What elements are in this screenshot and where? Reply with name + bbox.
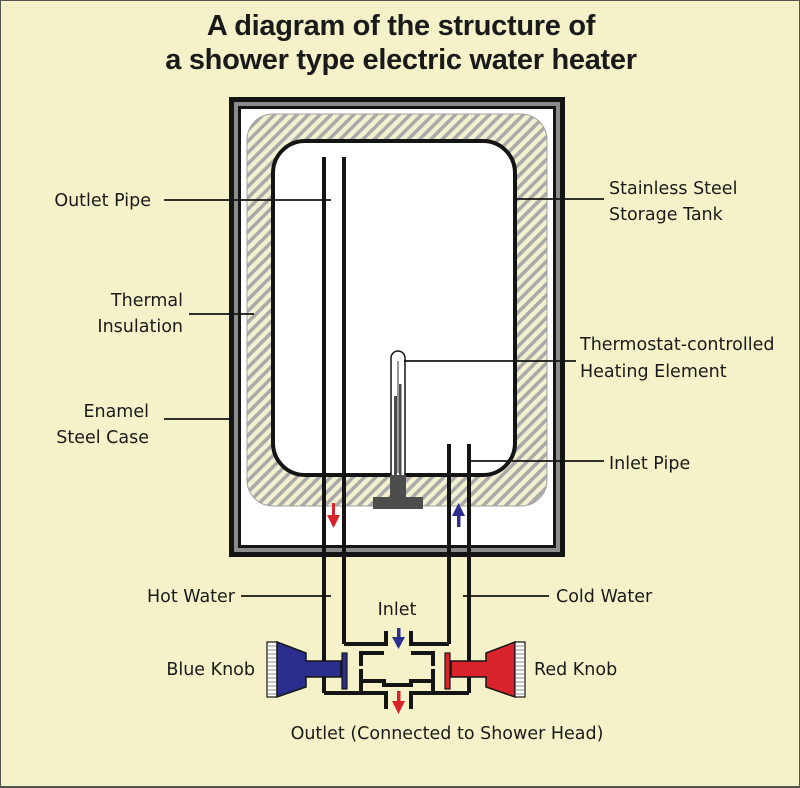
label-enamel-case-line1: Enamel — [83, 402, 149, 422]
inlet-pipe — [447, 444, 471, 693]
mixing-valve-piping — [324, 631, 469, 709]
label-thermal-insulation-line1: Thermal — [110, 291, 183, 311]
blue-knob[interactable] — [266, 640, 348, 699]
label-outlet: Outlet (Connected to Shower Head) — [291, 724, 604, 744]
title-line-2: a shower type electric water heater — [165, 44, 637, 76]
heating-element — [373, 350, 423, 509]
label-inlet-pipe: Inlet Pipe — [609, 454, 690, 474]
label-inlet: Inlet — [378, 600, 417, 620]
hot-water-down-arrow — [327, 503, 340, 528]
label-storage-tank-line1: Stainless Steel — [609, 179, 737, 199]
label-cold-water: Cold Water — [556, 587, 653, 607]
label-heating-element-line2: Heating Element — [580, 362, 727, 382]
label-blue-knob: Blue Knob — [166, 660, 255, 680]
outlet-pipe — [322, 157, 346, 693]
label-enamel-case-line2: Steel Case — [56, 428, 149, 448]
label-red-knob: Red Knob — [534, 660, 617, 680]
inlet-arrow — [392, 628, 405, 649]
title-line-1: A diagram of the structure of — [206, 10, 596, 42]
leader-lines — [164, 198, 604, 597]
label-thermal-insulation-line2: Insulation — [97, 317, 183, 337]
label-storage-tank-line2: Storage Tank — [609, 205, 724, 225]
label-outlet-pipe: Outlet Pipe — [54, 191, 151, 211]
outlet-arrow — [392, 691, 405, 714]
label-heating-element-line1: Thermostat-controlled — [579, 335, 774, 355]
label-hot-water: Hot Water — [147, 587, 236, 607]
cold-water-up-arrow — [452, 503, 465, 527]
red-knob[interactable] — [444, 640, 526, 699]
